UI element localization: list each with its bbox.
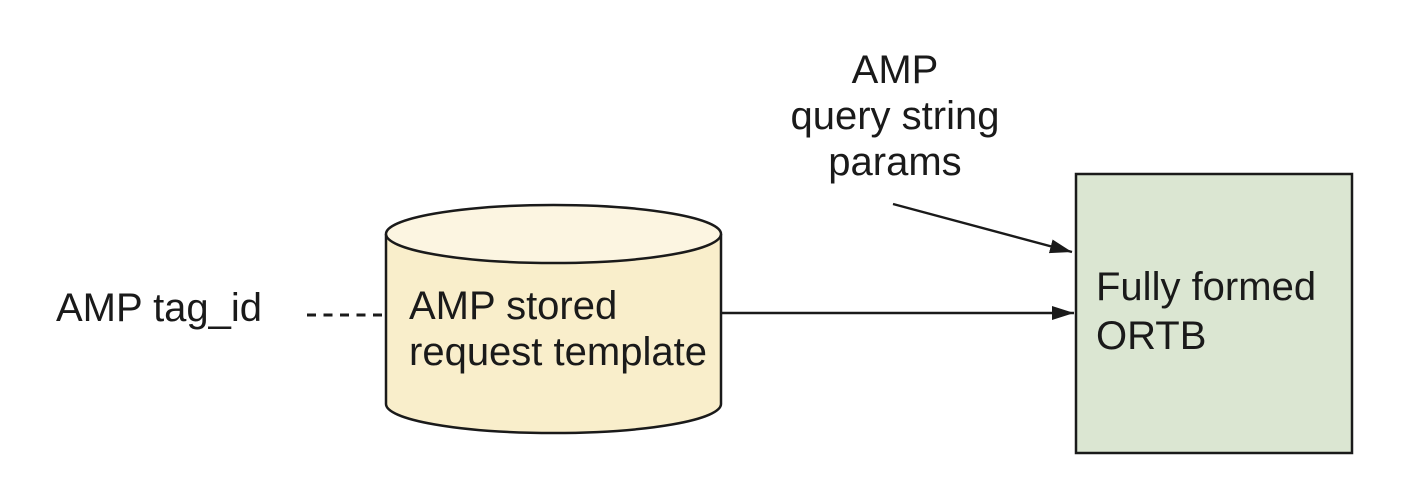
annotation-label-line2: query string [790,94,1000,138]
datastore-label: AMP stored request template [409,283,707,375]
annotation-label: AMP query string params [775,47,1015,185]
output-box-label-line2: ORTB [1096,314,1207,358]
output-box-label: Fully formed ORTB [1096,263,1316,361]
output-box-label-line1: Fully formed [1096,265,1317,309]
datastore-cylinder-body [384,234,723,435]
connector-annotation-to-output [892,202,1073,254]
annotation-label-line3: params [828,140,962,184]
input-tag-label: AMP tag_id [56,286,263,330]
datastore-cylinder-top [384,203,723,265]
annotation-label-line1: AMP [851,48,939,92]
datastore-label-line1: AMP stored [409,284,618,328]
output-box-shape [1074,172,1354,455]
datastore-label-line2: request template [409,330,707,374]
